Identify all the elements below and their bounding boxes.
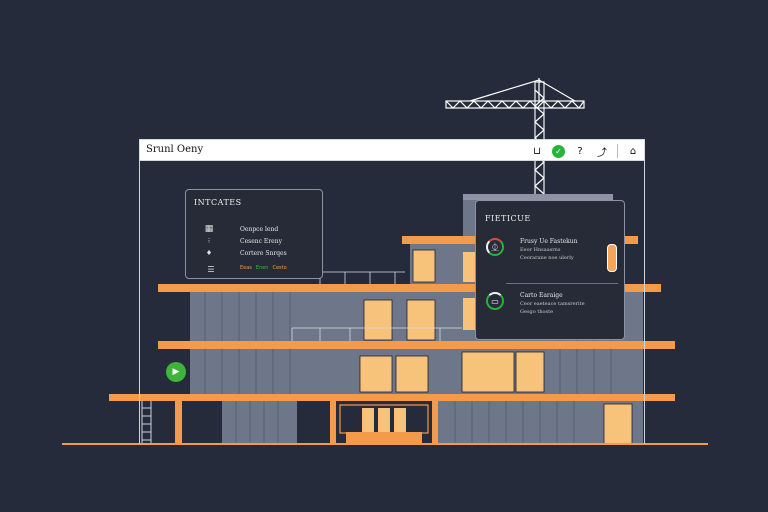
- updates-card: INTCATES ▦ Oenpce lend ⁝ Cesenc Ereny ♦ …: [185, 189, 323, 279]
- feature-item-label: Frusy Ue Fastekun: [520, 238, 578, 245]
- gauge-icon: ⏂: [486, 238, 504, 256]
- info-icon: ⁝: [207, 237, 211, 245]
- feature-item[interactable]: ▭ Carto Earaige Ceor eaeteace tamsrerite…: [486, 292, 585, 315]
- toggle-handle[interactable]: [607, 244, 617, 272]
- card-divider: [506, 283, 618, 284]
- legend: Eeas Enen Cesto: [240, 265, 287, 271]
- feature-item-detail: Gesgo thoste: [520, 309, 554, 315]
- u-shape-icon[interactable]: ⊔: [533, 145, 541, 157]
- play-button[interactable]: ▶: [166, 362, 186, 382]
- feature-item-label: Carto Earaige: [520, 292, 563, 299]
- title-bar-actions: ⊔ ✓ ? ⤴ ⌂: [530, 143, 640, 159]
- feature-item[interactable]: ⏂ Frusy Ue Fastekun Eeor Hnsaasrns Ceora…: [486, 238, 578, 261]
- list-item[interactable]: ▦ Oenpce lend: [202, 222, 278, 236]
- list-item-label: Oenpce lend: [240, 225, 279, 233]
- question-icon[interactable]: ?: [577, 145, 583, 157]
- chip-icon: ♦: [205, 249, 213, 257]
- title-bar: Srunl Oeny ⊔ ✓ ? ⤴ ⌂: [139, 139, 645, 161]
- legend-item-green: Enen: [255, 265, 269, 271]
- window-frame-left: [139, 161, 140, 444]
- list-item-label: Cesenc Ereny: [240, 237, 282, 245]
- layers-icon: ▦: [204, 224, 214, 234]
- feature-item-detail: Eeor Hnsaasrns: [520, 247, 561, 253]
- arrow-icon[interactable]: ⤴: [597, 147, 607, 159]
- list-item[interactable]: ♦ Cortere Snrqes: [202, 246, 287, 260]
- features-card: FIETICUE ⏂ Frusy Ue Fastekun Eeor Hnsaas…: [475, 200, 625, 340]
- legend-item-orange: Eeas: [240, 265, 252, 271]
- window-title: Srunl Oeny: [146, 144, 204, 155]
- legend-item-orange-2: Cesto: [272, 265, 287, 271]
- menu-lines: ☰: [204, 262, 218, 276]
- menu-icon: ☰: [207, 264, 215, 274]
- play-icon: ▶: [172, 367, 180, 377]
- home-icon[interactable]: ⌂: [629, 145, 637, 157]
- updates-card-title: INTCATES: [194, 198, 242, 207]
- battery-icon: ▭: [486, 292, 504, 310]
- feature-item-detail: Ceorarane noe ulerly: [520, 255, 574, 261]
- list-item[interactable]: ⁝ Cesenc Ereny: [202, 234, 282, 248]
- features-card-title: FIETICUE: [485, 214, 531, 223]
- toolbar-divider: [617, 144, 618, 158]
- green-status-icon[interactable]: ✓: [552, 144, 565, 158]
- feature-item-detail: Ceor eaeteace tamsrerite: [520, 301, 585, 307]
- window-frame-right: [644, 161, 645, 444]
- list-item-label: Cortere Snrqes: [240, 249, 287, 257]
